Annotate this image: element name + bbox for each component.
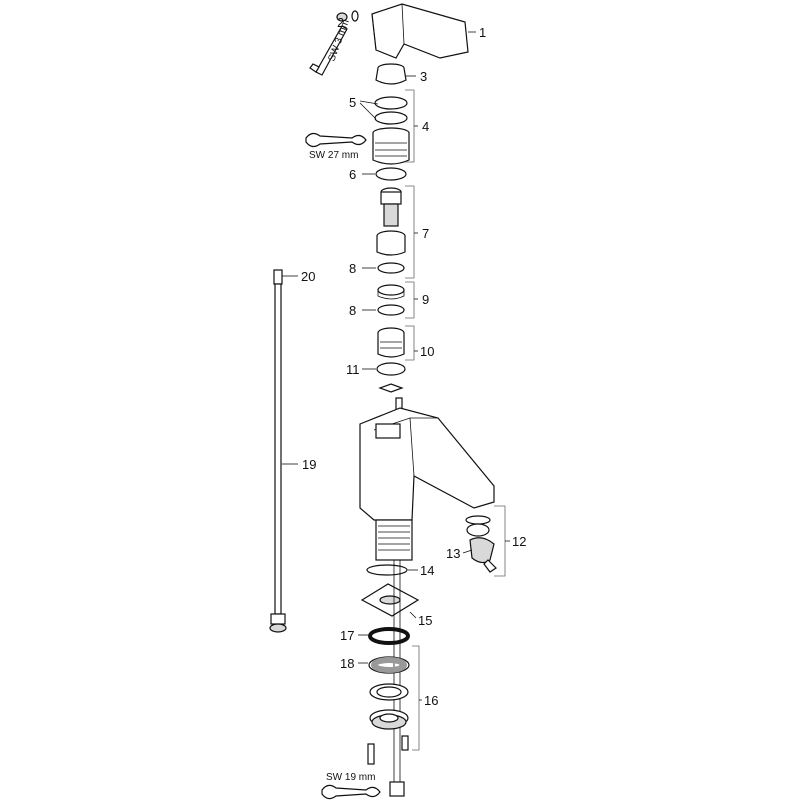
o-ring-upper: [374, 96, 408, 110]
callout-6: 6: [349, 167, 356, 182]
washer-18: [368, 656, 410, 674]
hex-key-icon: [309, 25, 348, 76]
callout-12: 12: [512, 534, 526, 549]
wrench-27mm-icon: [305, 132, 367, 148]
grub-screw: [336, 10, 359, 22]
callout-11: 11: [346, 362, 360, 377]
callout-2: 2: [337, 15, 344, 30]
fixing-nut: [369, 709, 409, 730]
callout-19: 19: [302, 457, 316, 472]
callout-14: 14: [420, 563, 434, 578]
callout-7: 7: [422, 226, 429, 241]
fixing-screws: [367, 735, 409, 765]
check-valve: [377, 327, 405, 358]
seal-ring-17: [368, 627, 410, 645]
aerator: [465, 515, 497, 573]
callout-3: 3: [420, 69, 427, 84]
wrench-19mm-icon: [321, 784, 381, 800]
bottom-nut: [389, 781, 405, 797]
faucet-body: [359, 397, 495, 561]
cap-ring: [375, 63, 407, 85]
callout-17: 17: [340, 628, 354, 643]
callout-20: 20: [301, 269, 315, 284]
callout-8a: 8: [349, 261, 356, 276]
callout-4: 4: [422, 119, 429, 134]
callout-18: 18: [340, 656, 354, 671]
callout-16: 16: [424, 693, 438, 708]
seal-ring-8a: [377, 262, 405, 274]
callout-8b: 8: [349, 303, 356, 318]
callout-1: 1: [479, 25, 486, 40]
seal-ring-8b: [377, 304, 405, 316]
wrench-27mm-label: SW 27 mm: [309, 150, 358, 161]
valve-insert: [377, 284, 405, 300]
connection-hose: [269, 269, 287, 633]
callout-5: 5: [349, 95, 356, 110]
wrench-19mm-label: SW 19 mm: [326, 772, 375, 783]
callout-10: 10: [420, 344, 434, 359]
o-ring-lower: [374, 111, 408, 125]
ceramic-cartridge: [376, 187, 406, 256]
lever-handle: [371, 3, 469, 59]
callout-13: 13: [446, 546, 460, 561]
support-plate: [360, 583, 420, 617]
callout-15: 15: [418, 613, 432, 628]
o-ring-11: [376, 362, 406, 376]
callout-9: 9: [422, 292, 429, 307]
retaining-clip: [378, 383, 404, 393]
thermo-cartridge: [372, 127, 410, 165]
gasket-14: [366, 564, 408, 576]
o-ring-6: [375, 167, 407, 181]
washer-16: [369, 683, 409, 701]
